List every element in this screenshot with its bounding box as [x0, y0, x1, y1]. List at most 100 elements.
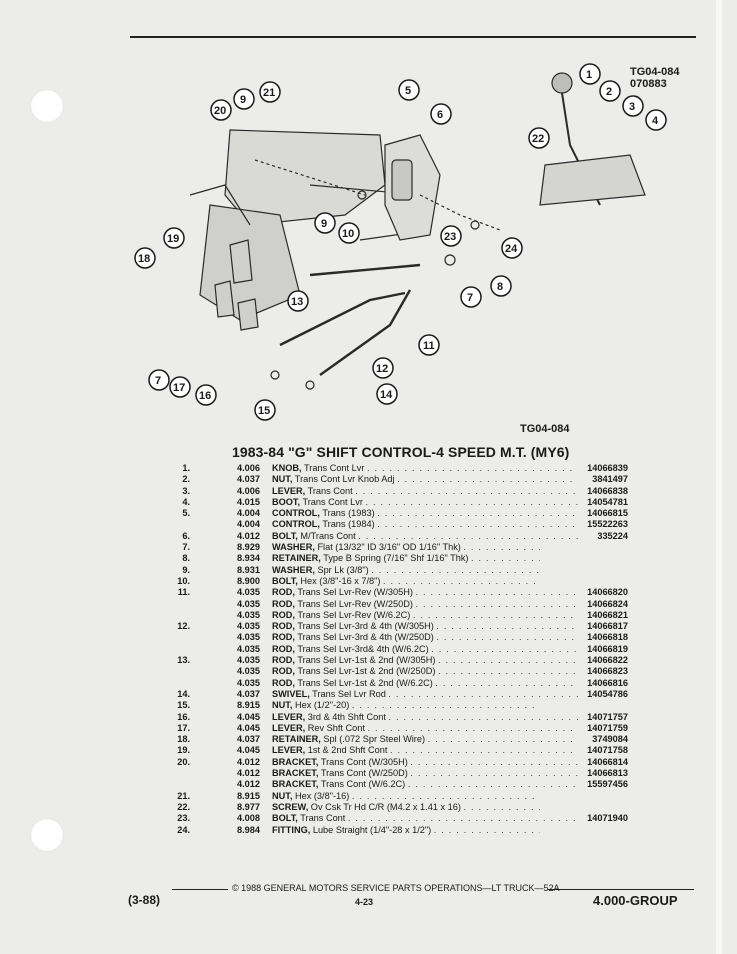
part-description: ROD, Trans Sel Lvr-1st & 2nd (W/305H) . … [272, 655, 578, 666]
leader-dots: . . . . . . . . . . . . . . . . . . . . … [463, 801, 540, 812]
part-name: ROD, [272, 643, 295, 654]
part-desc-text: Trans Cont [297, 813, 348, 824]
svg-text:7: 7 [467, 292, 473, 304]
part-description: ROD, Trans Sel Lvr-Rev (W/250D) . . . . … [272, 599, 578, 610]
part-group-number: 8.915 [237, 700, 260, 711]
part-desc-text: Trans Cont (W/250D) [318, 768, 411, 779]
top-rule [130, 36, 696, 38]
svg-text:23: 23 [444, 231, 456, 243]
footer-rule-right [548, 889, 694, 890]
leader-dots: . . . . . . . . . . . . . . . . . . . . … [427, 734, 578, 745]
part-callout-number: 13. [177, 655, 190, 666]
part-name: ROD, [272, 677, 295, 688]
part-group-number: 8.934 [237, 553, 260, 564]
part-number: 14066815 [587, 508, 628, 519]
part-description: BOLT, Trans Cont . . . . . . . . . . . .… [272, 813, 578, 824]
part-description: LEVER, 3rd & 4th Shft Cont . . . . . . .… [272, 712, 578, 723]
svg-text:15: 15 [258, 405, 270, 417]
part-callout-number: 15. [177, 700, 190, 711]
part-desc-text: Trans Sel Lvr-1st & 2nd (W/250D) [294, 666, 438, 677]
part-name: LEVER, [272, 745, 306, 756]
part-number: 14066813 [587, 768, 628, 779]
leader-dots: . . . . . . . . . . . . . . . . . . . . … [433, 824, 540, 835]
svg-text:4: 4 [652, 115, 659, 127]
leader-dots: . . . . . . . . . . . . . . . . . . . . … [436, 621, 578, 632]
part-callout-number: 7. [182, 542, 190, 553]
part-name: CONTROL, [272, 508, 320, 519]
leader-dots: . . . . . . . . . . . . . . . . . . . . … [435, 677, 578, 688]
part-group-number: 4.037 [237, 734, 260, 745]
leader-dots: . . . . . . . . . . . . . . . . . . . . … [431, 643, 578, 654]
part-desc-text: Trans Cont [305, 485, 356, 496]
svg-text:12: 12 [376, 363, 388, 375]
leader-dots: . . . . . . . . . . . . . . . . . . . . … [351, 700, 540, 711]
part-callout-number: 22. [177, 801, 190, 812]
part-description: SCREW, Ov Csk Tr Hd C/R (M4.2 x 1.41 x 1… [272, 802, 540, 813]
part-name: LEVER, [272, 485, 306, 496]
part-desc-text: Trans Sel Lvr-Rev (W/305H) [294, 587, 416, 598]
leader-dots: . . . . . . . . . . . . . . . . . . . . … [377, 519, 578, 530]
part-callout-number: 8. [182, 553, 190, 564]
part-description: BRACKET, Trans Cont (W/305H) . . . . . .… [272, 757, 578, 768]
binder-hole-bottom [30, 818, 64, 852]
part-desc-text: Trans Sel Lvr-3rd& 4th (W/6.2C) [294, 643, 432, 654]
svg-text:22: 22 [532, 133, 544, 145]
part-name: NUT, [272, 474, 293, 485]
part-desc-text: Hex (3/8"-16 x 7/8") [297, 575, 384, 586]
part-description: CONTROL, Trans (1984) . . . . . . . . . … [272, 519, 578, 530]
leader-dots: . . . . . . . . . . . . . . . . . . . . … [412, 609, 578, 620]
scan-edge-highlight [716, 0, 722, 954]
part-group-number: 8.915 [237, 790, 260, 801]
leader-dots: . . . . . . . . . . . . . . . . . . . . … [365, 496, 578, 507]
svg-text:19: 19 [167, 233, 179, 245]
footer-rule-left [172, 889, 228, 890]
part-name: BRACKET, [272, 756, 319, 767]
svg-text:1: 1 [586, 69, 592, 81]
part-desc-text: 3rd & 4th Shft Cont [305, 711, 389, 722]
svg-text:16: 16 [199, 390, 211, 402]
part-name: BOLT, [272, 575, 298, 586]
part-group-number: 4.037 [237, 688, 260, 699]
svg-text:18: 18 [138, 253, 150, 265]
part-description: RETAINER, Spl (.072 Spr Steel Wire) . . … [272, 734, 578, 745]
part-name: ROD, [272, 655, 295, 666]
part-description: LEVER, Rev Shft Cont . . . . . . . . . .… [272, 723, 578, 734]
part-group-number: 4.035 [237, 666, 260, 677]
part-name: KNOB, [272, 463, 302, 473]
part-callout-number: 1. [182, 463, 190, 473]
part-callout-number: 17. [177, 722, 190, 733]
part-description: NUT, Trans Cont Lvr Knob Adj . . . . . .… [272, 474, 578, 485]
part-desc-text: Trans Sel Lvr-1st & 2nd (W/305H) [294, 655, 438, 666]
part-callout-number: 12. [177, 621, 190, 632]
part-callout-number: 19. [177, 745, 190, 756]
footer-copyright: © 1988 GENERAL MOTORS SERVICE PARTS OPER… [232, 883, 560, 893]
leader-dots: . . . . . . . . . . . . . . . . . . . . … [371, 564, 540, 575]
part-number: 14066818 [587, 632, 628, 643]
part-group-number: 4.045 [237, 745, 260, 756]
svg-text:9: 9 [240, 94, 246, 106]
page-number: 4-23 [355, 897, 374, 907]
part-group-number: 4.012 [237, 768, 260, 779]
part-name: ROD, [272, 587, 295, 598]
leader-dots: . . . . . . . . . . . . . . . . . . . . … [415, 598, 578, 609]
part-group-number: 8.984 [237, 824, 260, 835]
part-desc-text: Trans Sel Lvr Rod [309, 688, 389, 699]
svg-text:14: 14 [380, 389, 393, 401]
part-description: FITTING, Lube Straight (1/4"-28 x 1/2") … [272, 825, 540, 836]
leader-dots: . . . . . . . . . . . . . . . . . . . . … [347, 813, 578, 824]
leader-dots: . . . . . . . . . . . . . . . . . . . . … [389, 745, 578, 756]
part-callout-number: 20. [177, 756, 190, 767]
part-group-number: 4.004 [237, 508, 260, 519]
part-group-number: 4.035 [237, 655, 260, 666]
